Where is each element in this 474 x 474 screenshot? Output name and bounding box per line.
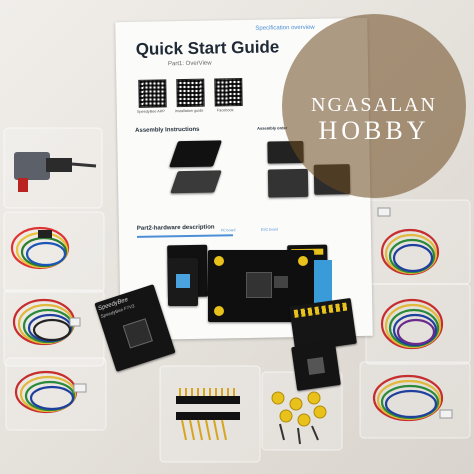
mount-hole-tr — [298, 256, 308, 266]
part2-heading: Part2-hardware description — [136, 224, 215, 232]
mount-hole-bl — [214, 306, 224, 316]
logo-line-1: NGASALAN — [311, 94, 437, 116]
part2-underline — [136, 234, 233, 238]
wire-coil-left-3 — [14, 370, 87, 414]
manual-title: Quick Start Guide — [135, 37, 280, 59]
ngasalan-hobby-logo — [282, 14, 466, 198]
assembly-diagram-2 — [267, 168, 309, 198]
yellow-grommets — [271, 391, 327, 427]
wire-coil-right-1 — [377, 207, 440, 276]
fc-board-label: FC board — [220, 228, 236, 233]
exploded-stack-diagram — [169, 140, 223, 168]
vtx-chip — [306, 356, 326, 376]
esc-board-label: ESC board — [260, 227, 279, 232]
screws — [279, 423, 319, 445]
osd-chip — [274, 276, 288, 288]
capacitor-cable — [14, 152, 97, 192]
assembly-instructions-heading: Assembly Instructions — [135, 126, 200, 134]
vtx-board — [291, 341, 341, 391]
qr-code-app — [138, 79, 167, 108]
wire-coil-left-1 — [10, 226, 70, 270]
breakout-pads — [293, 302, 349, 318]
logo-line-2: HOBBY — [318, 116, 430, 145]
qr-label-facebook: Facebook — [216, 108, 234, 113]
exploded-stack-diagram-lower — [170, 170, 222, 194]
qr-label-app: SpeedyBee APP — [136, 109, 165, 114]
manual-part1-label: Part1: OverView — [167, 60, 212, 68]
mount-hole-tl — [214, 256, 224, 266]
logo-text: NGASALAN HOBBY — [282, 92, 466, 144]
spec-header: Specification overview — [255, 24, 315, 32]
qr-label-install: Installation guide — [174, 108, 204, 114]
wire-coil-right-2 — [380, 298, 444, 350]
wire-coil-right-3 — [372, 374, 453, 422]
qr-code-install — [176, 78, 205, 108]
board-chip — [122, 318, 153, 349]
fc-photo-chip — [176, 274, 190, 288]
qr-code-facebook — [214, 78, 243, 107]
mcu-chip — [246, 272, 272, 298]
wire-coil-left-2 — [12, 298, 81, 346]
fc-photo-on-manual — [168, 258, 198, 306]
pin-headers — [176, 388, 240, 441]
